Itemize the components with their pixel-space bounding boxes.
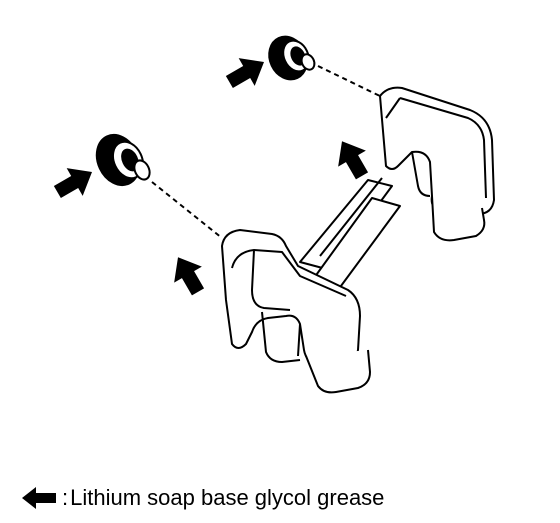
legend: : Lithium soap base glycol grease bbox=[22, 486, 384, 510]
grease-arrow-icon bbox=[49, 158, 100, 206]
legend-text: Lithium soap base glycol grease bbox=[70, 485, 385, 510]
guide-line-upper bbox=[317, 65, 383, 98]
grease-arrow-icon bbox=[221, 48, 272, 96]
legend-separator: : bbox=[62, 485, 69, 510]
guide-line-lower bbox=[151, 181, 223, 239]
caliper-bracket-icon bbox=[221, 86, 495, 394]
grease-arrow-icon bbox=[328, 133, 376, 184]
grease-arrow-icon bbox=[22, 487, 56, 509]
bushing-lower-icon bbox=[95, 133, 151, 187]
grease-arrow-icon bbox=[164, 249, 212, 300]
bushing-upper-icon bbox=[268, 35, 316, 81]
